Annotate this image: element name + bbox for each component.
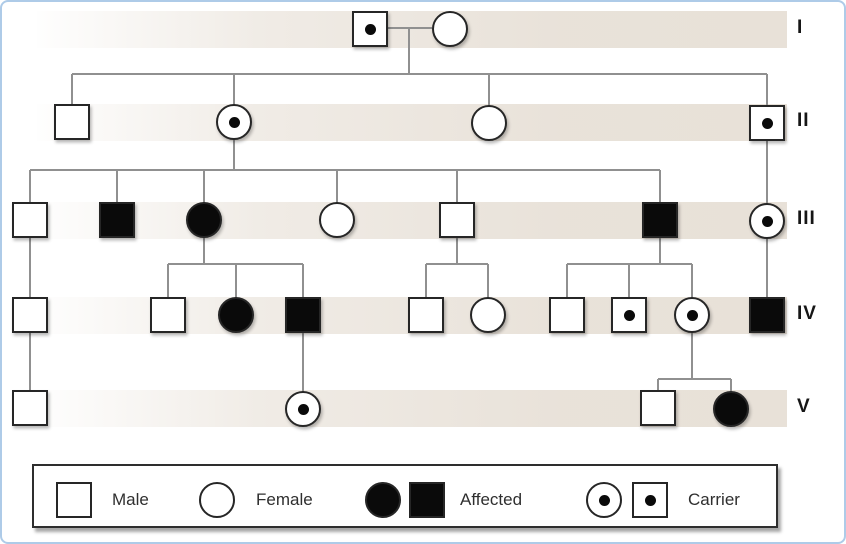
generation-band-I <box>37 11 787 48</box>
pedigree-line-16 <box>29 237 31 298</box>
pedigree-line-37 <box>730 379 732 392</box>
generation-label-I: I <box>797 17 804 38</box>
legend-affected-female-symbol <box>365 482 401 518</box>
legend-carrier-label: Carrier <box>688 490 740 509</box>
carrier-dot <box>297 403 309 415</box>
pedigree-line-1 <box>408 28 410 75</box>
pedigree-line-27 <box>487 264 489 298</box>
person-II-1-unaffected-male <box>54 104 90 140</box>
legend-male-symbol <box>56 482 92 518</box>
person-IV-9-carrier-female <box>674 297 710 333</box>
legend-box: Male Female Affected Carrier <box>32 464 778 528</box>
person-III-4-unaffected-female <box>319 202 355 238</box>
pedigree-line-34 <box>691 332 693 380</box>
legend-affected-label: Affected <box>460 490 523 509</box>
pedigree-line-18 <box>456 237 458 265</box>
pedigree-line-26 <box>425 264 427 298</box>
person-III-3-affected-female <box>186 202 222 238</box>
person-IV-2-unaffected-male <box>150 297 186 333</box>
legend-male-label: Male <box>112 490 149 509</box>
carrier-dot <box>364 23 376 35</box>
person-IV-7-unaffected-male <box>549 297 585 333</box>
carrier-dot <box>228 116 240 128</box>
carrier-dot <box>644 494 656 506</box>
person-IV-4-affected-male <box>285 297 321 333</box>
pedigree-line-19 <box>659 237 661 265</box>
pedigree-line-36 <box>657 379 659 391</box>
generation-band-II <box>37 104 787 141</box>
person-IV-8-carrier-male <box>611 297 647 333</box>
pedigree-line-15 <box>659 170 661 203</box>
carrier-dot <box>686 309 698 321</box>
pedigree-line-8 <box>766 141 768 204</box>
person-V-2-carrier-female <box>285 391 321 427</box>
pedigree-line-4 <box>233 74 235 105</box>
person-IV-6-unaffected-female <box>470 297 506 333</box>
legend-carrier-female-symbol <box>586 482 622 518</box>
person-III-5-unaffected-male <box>439 202 475 238</box>
person-I-1-carrier-male <box>352 11 388 47</box>
carrier-dot <box>623 309 635 321</box>
person-III-6-affected-male <box>642 202 678 238</box>
pedigree-line-17 <box>203 237 205 265</box>
pedigree-line-24 <box>302 264 304 298</box>
pedigree-line-33 <box>302 332 304 392</box>
pedigree-line-35 <box>658 378 731 380</box>
pedigree-line-31 <box>691 264 693 298</box>
person-IV-1-unaffected-male <box>12 297 48 333</box>
person-V-1-unaffected-male <box>12 390 48 426</box>
pedigree-line-11 <box>116 170 118 203</box>
pedigree-line-14 <box>456 170 458 203</box>
legend-female-label: Female <box>256 490 313 509</box>
legend-affected-male-symbol <box>409 482 445 518</box>
carrier-dot <box>598 494 610 506</box>
pedigree-line-22 <box>167 264 169 298</box>
person-III-2-affected-male <box>99 202 135 238</box>
generation-label-II: II <box>797 110 810 131</box>
pedigree-line-23 <box>235 264 237 298</box>
pedigree-line-30 <box>628 264 630 298</box>
carrier-dot <box>761 117 773 129</box>
pedigree-line-32 <box>29 332 31 391</box>
person-III-7-carrier-female <box>749 203 785 239</box>
person-I-2-unaffected-female <box>432 11 468 47</box>
person-V-4-affected-female <box>713 391 749 427</box>
person-II-3-unaffected-female <box>471 105 507 141</box>
legend-carrier-male-symbol <box>632 482 668 518</box>
pedigree-line-7 <box>233 139 235 171</box>
pedigree-line-25 <box>426 263 488 265</box>
pedigree-line-29 <box>566 264 568 298</box>
person-IV-5-unaffected-male <box>408 297 444 333</box>
pedigree-line-0 <box>388 27 432 29</box>
pedigree-line-5 <box>488 74 490 106</box>
person-II-2-carrier-female <box>216 104 252 140</box>
generation-label-V: V <box>797 396 811 417</box>
pedigree-line-3 <box>71 74 73 105</box>
pedigree-line-2 <box>72 73 767 75</box>
carrier-dot <box>761 215 773 227</box>
person-IV-3-affected-female <box>218 297 254 333</box>
person-V-3-unaffected-male <box>640 390 676 426</box>
pedigree-line-9 <box>30 169 660 171</box>
pedigree-line-12 <box>203 170 205 203</box>
legend-female-symbol <box>199 482 235 518</box>
person-II-4-carrier-male <box>749 105 785 141</box>
person-IV-10-affected-male <box>749 297 785 333</box>
person-III-1-unaffected-male <box>12 202 48 238</box>
generation-label-IV: IV <box>797 303 817 324</box>
pedigree-line-10 <box>29 170 31 203</box>
generation-label-III: III <box>797 208 816 229</box>
pedigree-line-13 <box>336 170 338 203</box>
pedigree-line-20 <box>766 238 768 298</box>
pedigree-line-6 <box>766 74 768 106</box>
